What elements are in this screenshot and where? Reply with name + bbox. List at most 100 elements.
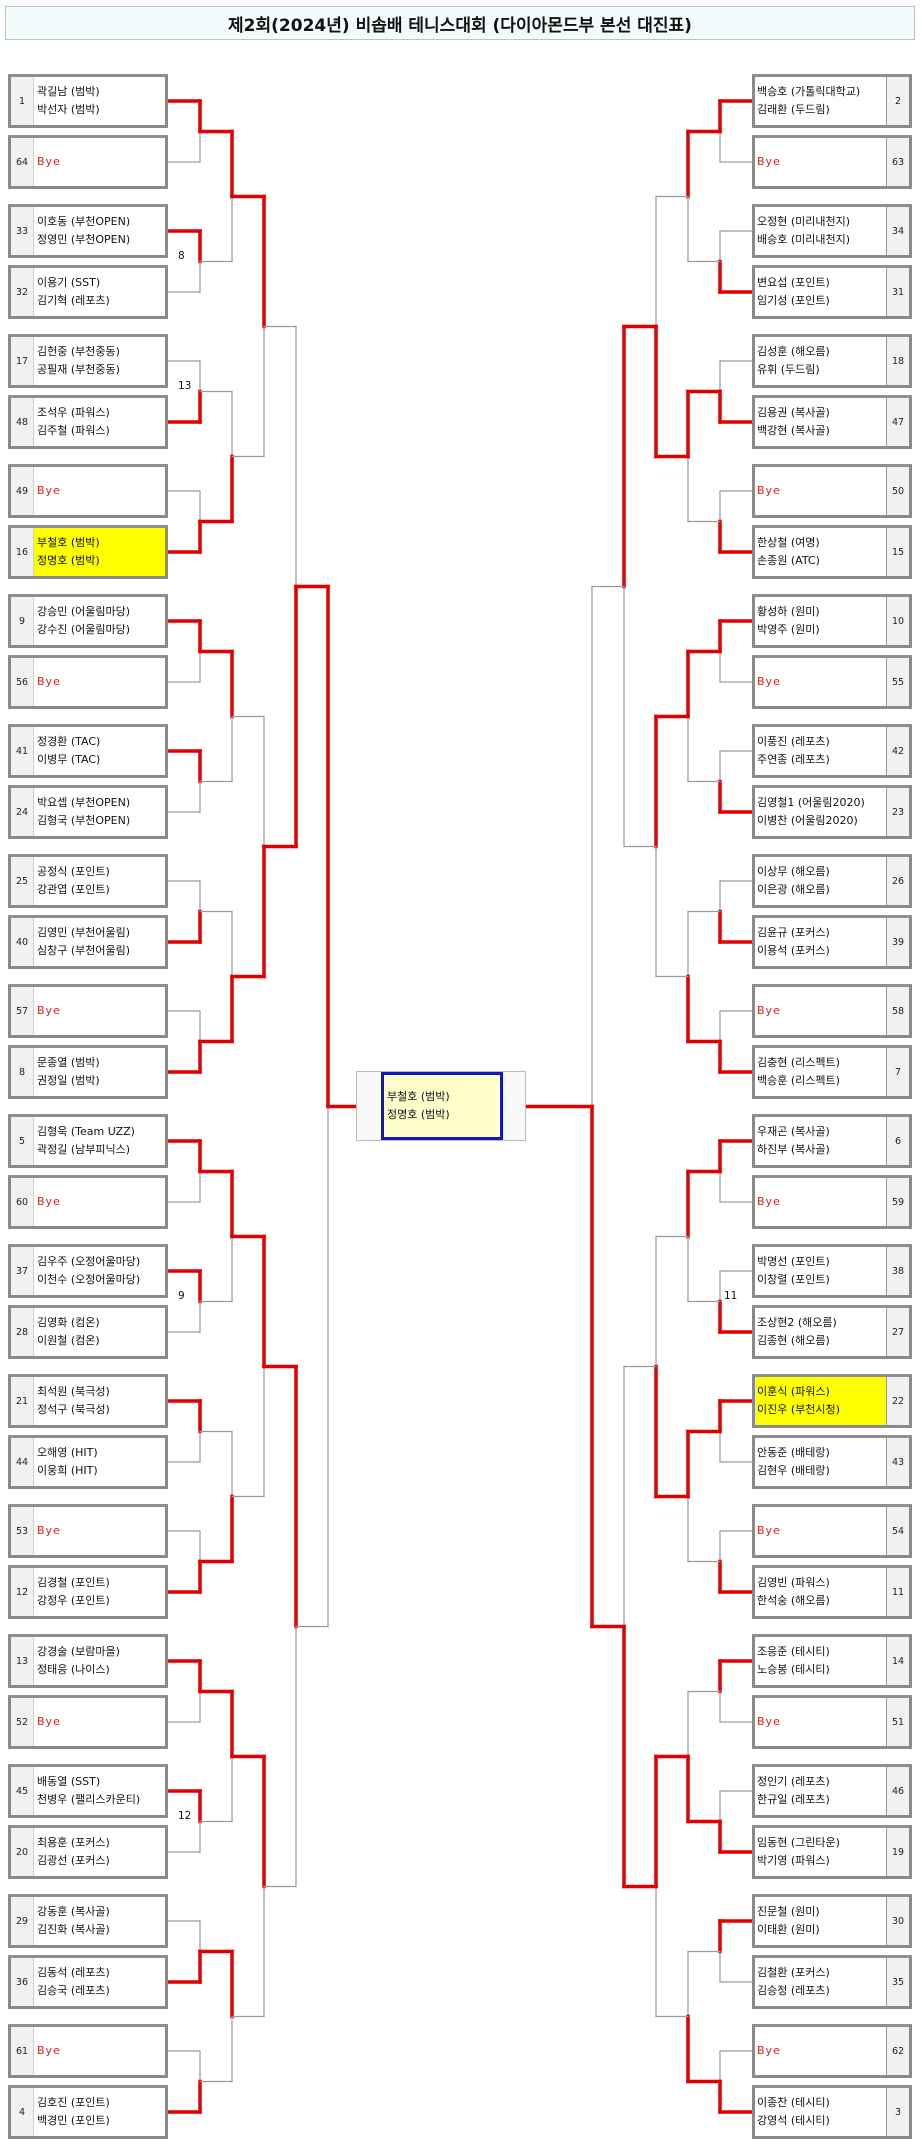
player-1: 김호진 (포인트) <box>37 2096 110 2109</box>
bye-label: Bye <box>757 1715 781 1728</box>
player-2: 이태환 (원미) <box>757 1923 820 1936</box>
team-card[interactable]: 김성훈 (해오름)유휘 (두드림)18 <box>752 334 912 388</box>
seed-number: 59 <box>886 1178 909 1226</box>
seed-number: 25 <box>11 857 34 905</box>
bye-label: Bye <box>37 675 61 688</box>
team-card[interactable]: 김윤규 (포커스)이용석 (포커스)39 <box>752 915 912 969</box>
match-number: 13 <box>178 380 192 392</box>
player-2: 백경민 (포인트) <box>37 2114 110 2127</box>
player-1: 박명선 (포인트) <box>757 1255 830 1268</box>
team-card[interactable]: 박명선 (포인트)이창렬 (포인트)38 <box>752 1244 912 1298</box>
team-card[interactable]: 김영철1 (어울림2020)이병찬 (어울림2020)23 <box>752 785 912 839</box>
team-card[interactable]: 김영빈 (파워스)한석숭 (해오름)11 <box>752 1565 912 1619</box>
seed-number: 48 <box>11 398 34 446</box>
team-names: 우재곤 (복사골)하진부 (복사골) <box>755 1117 886 1165</box>
team-card[interactable]: 이훈식 (파워스)이진우 (부천시청)22 <box>752 1374 912 1428</box>
player-1: 임동현 (그린타운) <box>757 1836 840 1849</box>
team-card[interactable]: 김용권 (복사골)백강현 (복사골)47 <box>752 395 912 449</box>
team-card[interactable]: 이상무 (해오름)이은광 (해오름)26 <box>752 854 912 908</box>
seed-number: 4 <box>11 2088 34 2136</box>
team-names: 문종열 (범박)권정일 (범박) <box>34 1048 165 1096</box>
seed-number: 37 <box>11 1247 34 1295</box>
team-card[interactable]: 오정현 (미리내천지)배승호 (미리내천지)34 <box>752 204 912 258</box>
team-names: 김영화 (컴온)이원철 (컴온) <box>34 1308 165 1356</box>
final-right-seed: 22 <box>507 1100 519 1110</box>
team-card[interactable]: 백승호 (가톨릭대학교)김래환 (두드림)2 <box>752 74 912 128</box>
team-card[interactable]: 김충현 (리스펙트)백승훈 (리스펙트)7 <box>752 1045 912 1099</box>
player-2: 강수진 (어울림마당) <box>37 623 131 636</box>
bye-label: Bye <box>37 2044 61 2057</box>
seed-number: 40 <box>11 918 34 966</box>
seed-number: 58 <box>886 987 909 1035</box>
team-card[interactable]: 이풍진 (레포츠)주연종 (레포츠)42 <box>752 724 912 778</box>
player-1: 이용기 (SST) <box>37 276 101 289</box>
team-card[interactable]: 변요섭 (포인트)임기성 (포인트)31 <box>752 265 912 319</box>
team-card[interactable]: 김철환 (포커스)김승정 (레포츠)35 <box>752 1955 912 2009</box>
team-names: 이용기 (SST)김기혁 (레포츠) <box>34 268 165 316</box>
team-card[interactable]: 한상철 (여명)손종원 (ATC)15 <box>752 525 912 579</box>
bye-label: Bye <box>37 155 61 168</box>
bye-label: Bye <box>757 2044 781 2057</box>
team-card[interactable]: 조상현2 (해오름)김종현 (해오름)27 <box>752 1305 912 1359</box>
champion-card[interactable]: 부철호 (범박) 정명호 (범박) <box>381 1072 503 1140</box>
team-card[interactable]: 안동준 (배테랑)김현우 (배테랑)43 <box>752 1435 912 1489</box>
player-2: 이용석 (포커스) <box>757 944 830 957</box>
team-card[interactable]: 진문철 (원미)이태환 (원미)30 <box>752 1894 912 1948</box>
team-names: Bye <box>755 1178 886 1226</box>
team-names: 정경환 (TAC)이병무 (TAC) <box>34 727 165 775</box>
team-card[interactable]: 우재곤 (복사골)하진부 (복사골)6 <box>752 1114 912 1168</box>
team-card[interactable]: 임동현 (그린타운)박기영 (파워스)19 <box>752 1825 912 1879</box>
player-1: 배동열 (SST) <box>37 1775 101 1788</box>
player-2: 강관엽 (포인트) <box>37 883 110 896</box>
seed-number: 26 <box>886 857 909 905</box>
team-card[interactable]: 황성하 (원미)박영주 (원미)10 <box>752 594 912 648</box>
player-2: 이병무 (TAC) <box>37 753 101 766</box>
team-card[interactable]: 이종찬 (테시티)강영석 (테시티)3 <box>752 2085 912 2139</box>
team-card[interactable]: 조응준 (테시티)노승봉 (테시티)14 <box>752 1634 912 1688</box>
player-1: 김영빈 (파워스) <box>757 1576 830 1589</box>
team-card[interactable]: 정인기 (레포츠)한규일 (레포츠)46 <box>752 1764 912 1818</box>
player-1: 황성하 (원미) <box>757 605 820 618</box>
team-names: 이호동 (부천OPEN)정영민 (부천OPEN) <box>34 207 165 255</box>
